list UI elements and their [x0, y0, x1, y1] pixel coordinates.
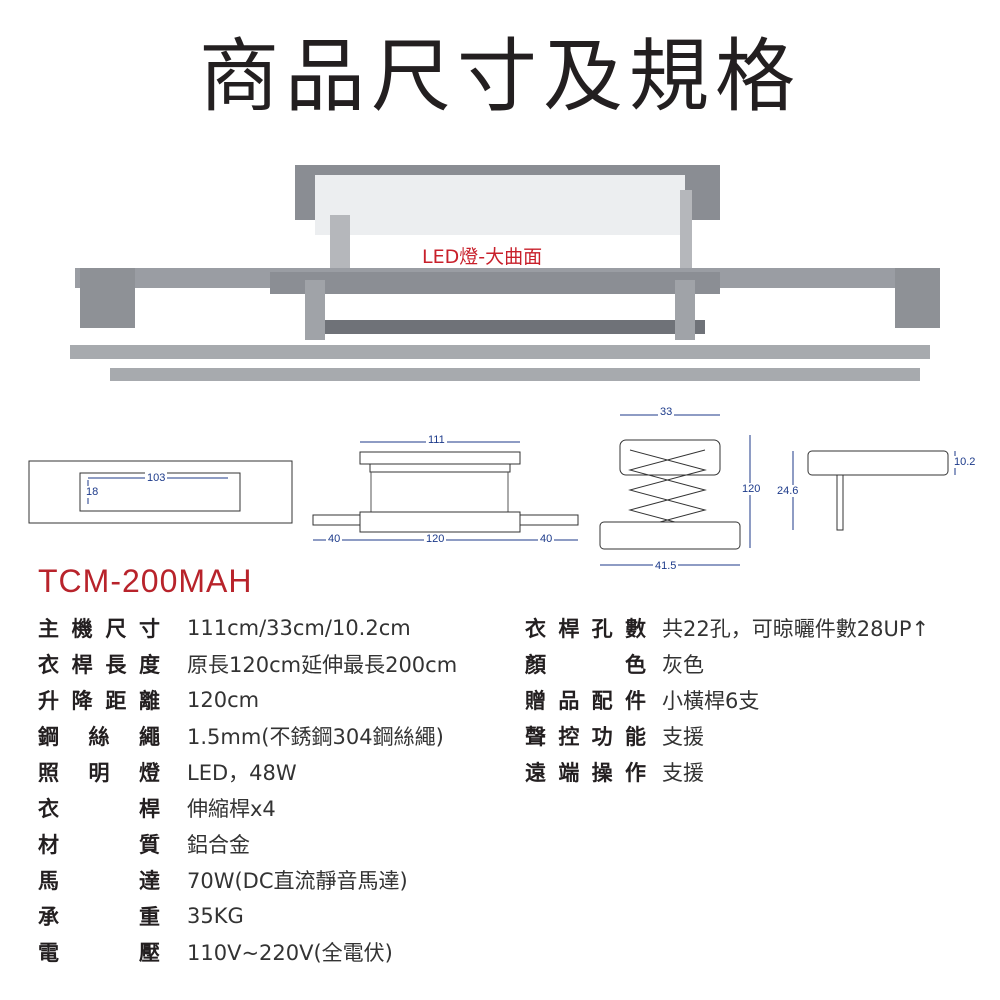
dim-24-6: 24.6	[775, 485, 801, 497]
spec-value: 伸縮桿x4	[187, 797, 276, 821]
spec-row: 馬達 70W(DC直流靜音馬達)	[38, 865, 408, 895]
dim-103: 103	[145, 472, 168, 484]
dim-41-5: 41.5	[653, 560, 679, 572]
dim-111: 111	[426, 434, 447, 446]
spec-label: 聲控功能	[525, 725, 646, 749]
dim-18: 18	[84, 486, 101, 498]
spec-label: 馬達	[38, 869, 160, 893]
spec-row: 鋼絲繩 1.5mm(不銹鋼304鋼絲繩)	[38, 721, 444, 751]
spec-label: 遠端操作	[525, 761, 646, 785]
spec-label: 照明燈	[38, 761, 160, 785]
spec-row: 電壓 110V~220V(全電伏)	[38, 937, 393, 967]
spec-label: 材質	[38, 833, 160, 857]
spec-value: 原長120cm延伸最長200cm	[187, 653, 458, 677]
spec-row: 材質 鋁合金	[38, 829, 250, 859]
spec-row: 衣桿孔數共22孔，可晾曬件數28UP↑	[525, 613, 929, 643]
spec-label: 贈品配件	[525, 689, 646, 713]
dim-33: 33	[658, 406, 675, 418]
page-title: 商品尺寸及規格	[199, 30, 801, 123]
spec-label: 升降距離	[38, 689, 160, 713]
dim-40-left: 40	[326, 533, 343, 545]
spec-row: 聲控功能支援	[525, 721, 704, 751]
spec-value: 110V~220V(全電伏)	[187, 941, 393, 965]
spec-row: 照明燈 LED，48W	[38, 757, 297, 787]
spec-value: 支援	[662, 761, 704, 785]
end-view-diagram	[792, 450, 956, 531]
spec-label: 衣桿長度	[38, 653, 160, 677]
model-number: TCM-200MAH	[38, 563, 253, 599]
spec-value: 70W(DC直流靜音馬達)	[187, 869, 408, 893]
spec-row: 升降距離 120cm	[38, 685, 259, 715]
spec-value: 灰色	[662, 653, 704, 677]
product-image	[70, 165, 940, 381]
dim-120-ext: 120	[424, 533, 447, 545]
spec-label: 鋼絲繩	[38, 725, 160, 749]
spec-row: 主機尺寸 111cm/33cm/10.2cm	[38, 613, 411, 643]
spec-row: 顏色灰色	[525, 649, 704, 679]
spec-value: 111cm/33cm/10.2cm	[187, 616, 411, 640]
spec-row: 承重 35KG	[38, 901, 244, 931]
side-view-diagram	[599, 414, 751, 566]
spec-value: LED，48W	[187, 761, 297, 785]
spec-value: 35KG	[187, 904, 244, 928]
front-view-diagram	[312, 441, 579, 541]
spec-value: 共22孔，可晾曬件數28UP↑	[662, 617, 930, 641]
spec-label: 電壓	[38, 941, 160, 965]
top-view-diagram	[28, 460, 293, 524]
spec-label: 主機尺寸	[38, 617, 160, 641]
spec-label: 衣桿	[38, 797, 160, 821]
spec-label: 衣桿孔數	[525, 617, 646, 641]
spec-label: 顏色	[525, 653, 646, 677]
dim-40-right: 40	[538, 533, 555, 545]
led-label: LED燈-大曲面	[422, 246, 543, 268]
spec-value: 鋁合金	[187, 833, 250, 857]
spec-value: 支援	[662, 725, 704, 749]
spec-row: 遠端操作支援	[525, 757, 704, 787]
dim-120-lift: 120	[740, 483, 763, 495]
spec-row: 衣桿長度 原長120cm延伸最長200cm	[38, 649, 457, 679]
spec-value: 1.5mm(不銹鋼304鋼絲繩)	[187, 725, 444, 749]
spec-row: 衣桿 伸縮桿x4	[38, 793, 276, 823]
spec-value: 120cm	[187, 688, 260, 712]
spec-label: 承重	[38, 905, 160, 929]
spec-row: 贈品配件小橫桿6支	[525, 685, 759, 715]
spec-value: 小橫桿6支	[662, 689, 760, 713]
dim-10-2: 10.2	[952, 456, 978, 468]
